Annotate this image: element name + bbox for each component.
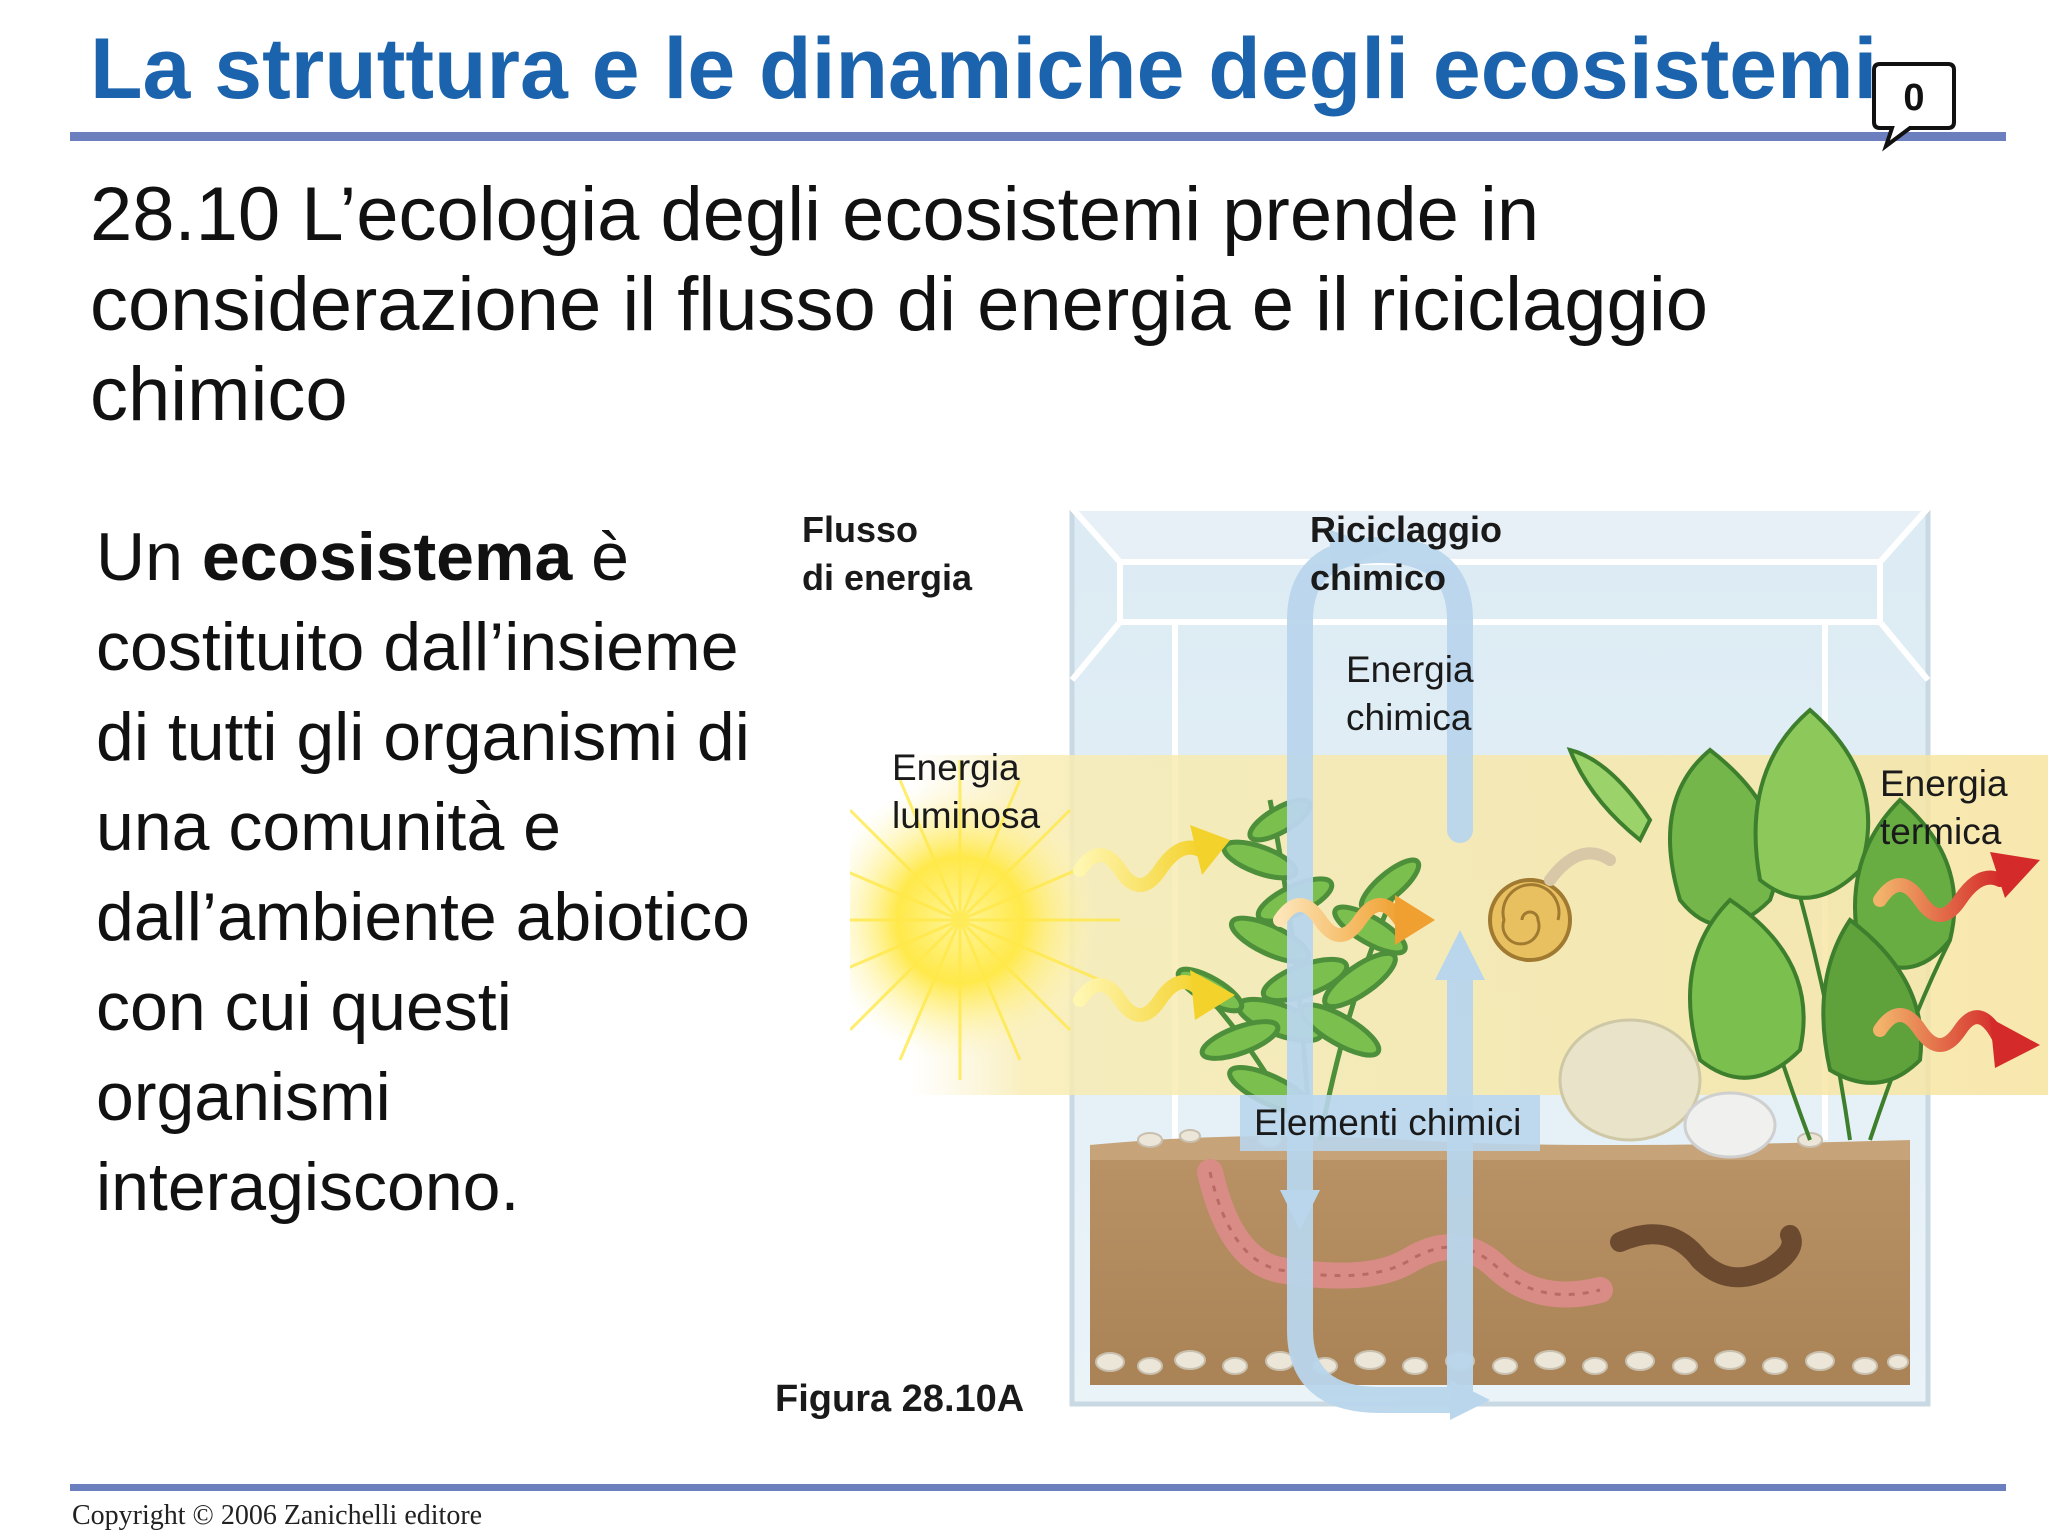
label-energia-chimica: Energia chimica xyxy=(1346,646,1474,742)
label-energia-chimica-line1: Energia xyxy=(1346,649,1474,690)
section-heading: 28.10 L’ecologia degli ecosistemi prende… xyxy=(90,172,1708,437)
label-energia-luminosa-line1: Energia xyxy=(892,747,1020,788)
body-text-end: è costituito dall’insieme di tutti gli o… xyxy=(96,519,750,1225)
comment-count: 0 xyxy=(1903,77,1924,119)
body-text-start: Un xyxy=(96,519,202,595)
label-energia-luminosa-line2: luminosa xyxy=(892,795,1041,836)
label-riciclaggio-chimico: Riciclaggio chimico xyxy=(1310,506,1502,602)
ecosystem-figure: Flusso di energia Riciclaggio chimico En… xyxy=(802,500,2048,1420)
label-flusso-energia: Flusso di energia xyxy=(802,506,972,602)
footer-divider xyxy=(70,1484,2006,1491)
label-elementi-chimici: Elementi chimici xyxy=(1254,1102,1522,1143)
label-energia-luminosa: Energia luminosa xyxy=(892,744,1040,840)
title-divider xyxy=(70,132,2006,141)
copyright-notice: Copyright © 2006 Zanichelli editore xyxy=(72,1500,483,1531)
label-riciclaggio-line2: chimico xyxy=(1310,557,1447,598)
label-energia-termica-line2: termica xyxy=(1880,811,2002,852)
label-flusso-line2: di energia xyxy=(802,557,973,598)
body-paragraph: Un ecosistema è costituito dall’insieme … xyxy=(96,512,776,1232)
comment-badge[interactable]: 0 xyxy=(1870,58,1958,152)
label-energia-chimica-line2: chimica xyxy=(1346,697,1472,738)
body-term-ecosistema: ecosistema xyxy=(201,519,573,595)
label-energia-termica-line1: Energia xyxy=(1880,763,2008,804)
figure-caption: Figura 28.10A xyxy=(775,1378,1025,1420)
label-flusso-line1: Flusso xyxy=(802,509,919,550)
terrarium-illustration xyxy=(850,505,2048,1420)
label-riciclaggio-line1: Riciclaggio xyxy=(1310,509,1503,550)
slide-title: La struttura e le dinamiche degli ecosis… xyxy=(90,21,1878,117)
label-energia-termica: Energia termica xyxy=(1880,760,2008,856)
comment-bubble-icon: 0 xyxy=(1872,62,1956,152)
